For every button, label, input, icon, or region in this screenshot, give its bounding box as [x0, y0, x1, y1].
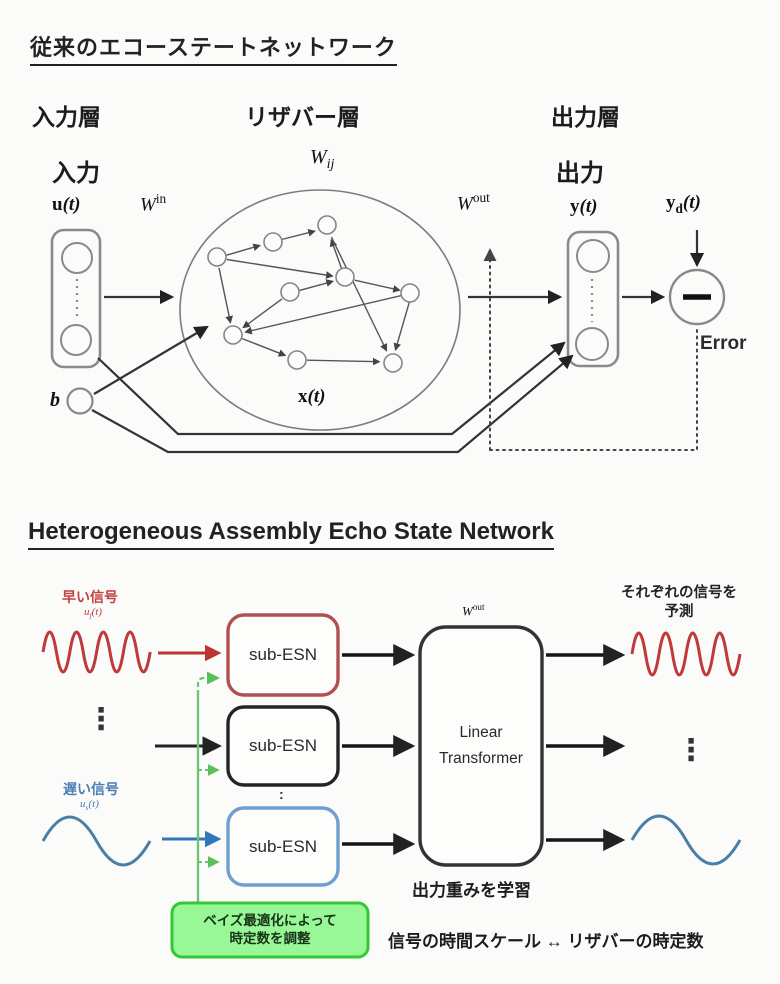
var-y-t: y(t): [570, 196, 598, 217]
var-yd-t: yd(t): [666, 192, 701, 216]
esn-input-box: [50, 228, 102, 369]
var-x-t: x(t): [298, 386, 326, 407]
top-title: 従来のエコーステートネットワーク: [30, 30, 397, 66]
var-b: b: [50, 389, 60, 411]
bayes-connector: [196, 671, 220, 903]
var-u-s-t: us(t): [80, 798, 99, 813]
label-reservoir-layer: リザバー層: [245, 104, 360, 130]
transformer-output-arrows: [546, 643, 626, 852]
esn-output-box: [566, 230, 620, 368]
var-w-out: Wout: [457, 190, 490, 215]
boxes-ellipsis: :: [279, 786, 284, 802]
label-predict: それぞれの信号を 予測: [621, 585, 737, 620]
bottom-title: Heterogeneous Assembly Echo State Networ…: [28, 518, 554, 550]
slow-signal-wave: [41, 815, 152, 867]
feedback-dotted: [483, 248, 698, 451]
reservoir-ellipse: [179, 189, 461, 431]
esn-to-transformer-arrows: [342, 643, 416, 856]
label-output: 出力: [556, 160, 604, 187]
sub-esn-box-fast: sub-ESN: [248, 645, 318, 664]
label-output-layer: 出力層: [551, 104, 620, 130]
label-fast-signal: 早い信号: [62, 589, 118, 605]
reservoir-edges: [218, 228, 410, 366]
sub-esn-box-mid: sub-ESN: [248, 736, 318, 755]
bayes-box: [170, 901, 370, 959]
label-input: 入力: [52, 160, 100, 187]
error-node: [668, 268, 726, 326]
linear-transformer-box: [418, 625, 544, 867]
sub-esn-box-slow: sub-ESN: [248, 836, 318, 856]
top-arrows: [91, 230, 705, 454]
fast-signal-wave: [41, 630, 152, 674]
label-learn-weights: 出力重みを学習: [412, 881, 531, 900]
sub-esn-boxes: [226, 613, 340, 887]
linear-transformer-label: Linear Transformer: [439, 723, 523, 767]
var-u-f-t: uf(t): [84, 606, 103, 621]
var-w-ij: Wij: [310, 146, 335, 172]
reservoir-nodes: [207, 215, 420, 373]
var-w-in: Win: [140, 191, 167, 216]
predicted-fast-wave: [630, 631, 742, 677]
label-input-layer: 入力層: [32, 104, 101, 130]
bayes-box-label: ベイズ最適化によって 時定数を調整: [203, 912, 337, 946]
var-w-out-bottom: Wout: [462, 602, 485, 619]
var-u-t: u(t): [52, 194, 81, 215]
label-slow-signal: 遅い信号: [63, 781, 119, 797]
bias-node: [66, 387, 94, 415]
signal-input-arrows: [155, 644, 222, 848]
right-ellipsis: ⋮: [676, 734, 706, 767]
label-error: Error: [700, 333, 747, 354]
left-ellipsis: ⋮: [86, 703, 116, 736]
label-timescale-note: 信号の時間スケール ↔ リザバーの時定数: [388, 932, 704, 951]
predicted-slow-wave: [630, 814, 742, 866]
